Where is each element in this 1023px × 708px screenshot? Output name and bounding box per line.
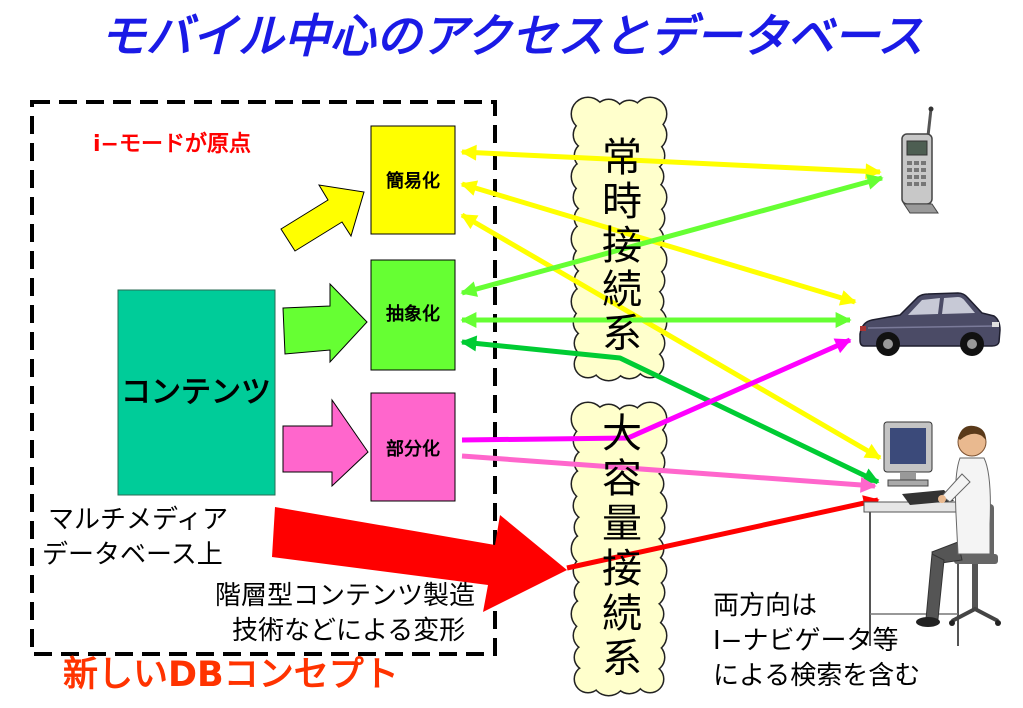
user-shirt xyxy=(955,457,991,555)
transform-note-line-1: 階層型コンテンツ製造 xyxy=(215,581,476,611)
chair-wheel xyxy=(949,620,955,626)
high-capacity-network-label: 大容量接続系 xyxy=(595,412,641,682)
partial-box xyxy=(370,392,456,502)
car-front-hub xyxy=(967,339,977,349)
abstract-label: 抽象化 xyxy=(386,304,440,325)
contents-box xyxy=(117,289,276,496)
phone-screen xyxy=(906,140,928,156)
page-title: モバイル中心のアクセスとデータベース xyxy=(99,9,924,63)
user-shoe xyxy=(916,617,940,627)
chair-seat xyxy=(954,554,998,564)
monitor-stand xyxy=(900,472,916,480)
search-note-line-1: 両方向は xyxy=(713,591,818,621)
simplify-label: 簡易化 xyxy=(386,171,440,192)
computer-user-icon xyxy=(863,421,1001,646)
transform-note-line-2: 技術などによる変形 xyxy=(232,616,466,646)
abstract-phone-line xyxy=(460,174,884,297)
contents-label: コンテンツ xyxy=(121,375,271,410)
car-rear-window xyxy=(908,298,940,315)
car-front-window xyxy=(942,297,975,314)
phone-flip xyxy=(903,203,939,214)
search-note-line-3: による検索を含む xyxy=(713,661,921,691)
mobile-phone-icon xyxy=(901,106,939,214)
phone-antenna xyxy=(926,108,933,137)
multimedia-note-line-2: データベース上 xyxy=(42,540,223,570)
red-block-arrow xyxy=(272,507,567,612)
car-trim xyxy=(867,325,997,329)
simplify-box xyxy=(370,125,456,235)
car-icon xyxy=(859,292,1001,356)
origin-note: i−モードが原点 xyxy=(93,132,251,157)
multimedia-pc-line xyxy=(566,495,880,571)
chair-base xyxy=(951,606,999,623)
user-shin xyxy=(925,553,945,620)
simplify-phone-line xyxy=(460,144,882,180)
search-note-line-2: I−ナビゲータ等 xyxy=(713,626,899,656)
phone-keypad xyxy=(907,161,926,186)
abstract-box xyxy=(370,259,456,371)
abstract-pc-line xyxy=(460,335,880,485)
chair-pole xyxy=(972,564,978,609)
partial-label: 部分化 xyxy=(386,439,440,460)
phone-antenna-tip xyxy=(928,106,934,112)
pink-block-arrow xyxy=(282,398,369,488)
monitor-base xyxy=(887,479,929,487)
multimedia-note-line-1: マルチメディア xyxy=(48,505,229,535)
partial-car-line xyxy=(461,337,852,443)
user-hand xyxy=(938,495,946,503)
always-on-network-label: 常時接続系 xyxy=(595,136,641,356)
car-headlight xyxy=(992,322,999,327)
monitor-screen xyxy=(890,428,926,464)
green-block-arrow xyxy=(282,282,368,364)
yellow-block-arrow xyxy=(280,184,365,252)
user-arm xyxy=(941,473,971,503)
partial-pc-line xyxy=(461,453,877,493)
car-taillight xyxy=(860,326,866,331)
db-concept-label: 新しいDBコンセプト xyxy=(63,655,399,695)
chair-wheel xyxy=(995,620,1001,626)
car-rear-hub xyxy=(883,339,893,349)
user-hair xyxy=(958,425,986,440)
